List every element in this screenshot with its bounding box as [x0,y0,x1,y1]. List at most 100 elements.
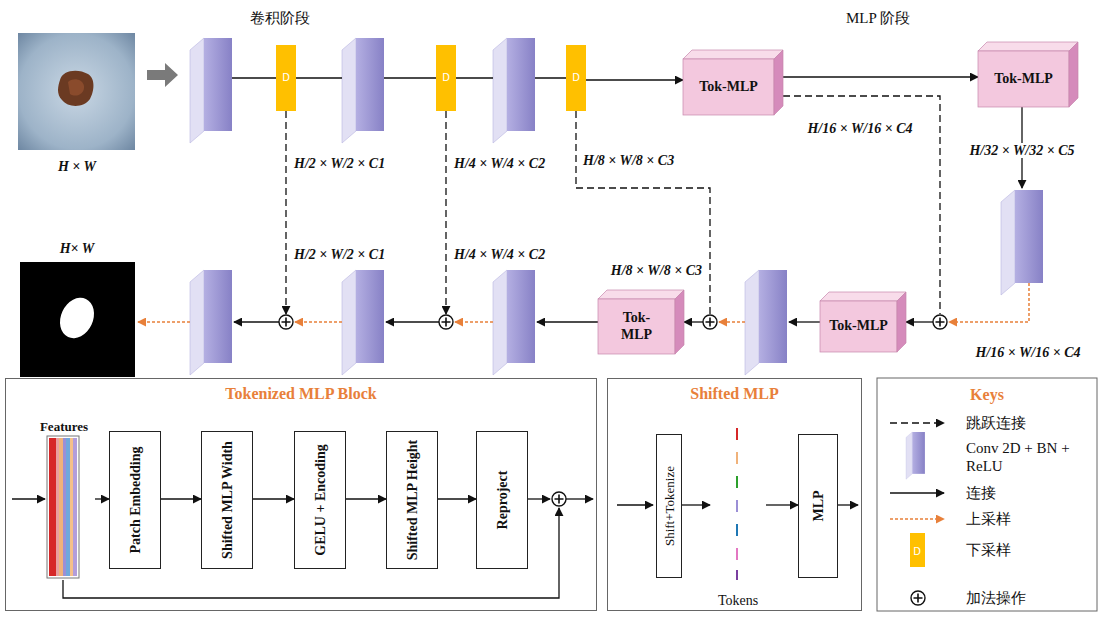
label-holder: H × W [58,157,96,175]
text-holder: Reproject [493,436,511,564]
connector [438,499,476,500]
box-front [683,59,774,115]
token-line [736,428,738,580]
text-holder: MLP [809,439,827,573]
process-box: GELU + Encoding [294,431,346,569]
connector [766,505,798,506]
connector-line [783,96,940,314]
box-letter: D [442,72,450,84]
box-top [820,292,906,301]
text-holder: Tok-MLP [978,51,1069,107]
box-letter: D [282,72,290,84]
text-holder: GELU + Encoding [311,436,329,564]
box-side [1069,42,1078,107]
label-holder: H/8 × W/8 × C3 [611,261,702,279]
text-holder: Patch Embedding [126,436,144,564]
downsample-box: D [436,45,456,111]
box-top [978,42,1078,51]
dimension-label: H/2 × W/2 × C1 [294,156,385,171]
connector-line [161,498,201,499]
connector [586,80,683,81]
text-holder: Shifted MLP Width [218,436,236,564]
tok-mlp-block: Tok-MLP [683,50,783,115]
connector-line [684,321,703,322]
legend-text: 加法操作 [966,590,1026,606]
process-box: Shifted MLP Width [201,431,253,569]
legend-holder: 上采样 [966,510,1011,528]
dimension-label: H/2 × W/2 × C1 [294,247,385,262]
encoder-lines [232,78,1022,322]
connector-line [95,498,109,499]
tok-mlp-block: Tok-MLP [820,292,906,352]
panel-title: Tokenized MLP Block [225,385,376,402]
connector-line [438,498,476,499]
panel-title: Shifted MLP [690,385,778,402]
process-box: Shift+Tokenize [656,434,682,578]
box-label: GELU + Encoding [313,444,328,555]
box-letter: D [572,72,580,84]
tokens-box: Tokens [710,421,766,609]
legend-holder: 加法操作 [966,589,1026,607]
dimension-label: H × W [58,159,96,174]
box-label: Shift+Tokenize [662,466,677,546]
box-front [820,301,897,352]
dimension-label: H/8 × W/8 × C3 [611,263,702,278]
text-holder: Shifted MLP [608,385,861,403]
label-holder: 卷积阶段 [250,9,310,27]
label-holder: H/8 × W/8 × C3 [583,151,674,169]
block-title: Tok-MLP [994,71,1053,87]
label-holder: H/16 × W/16 × C4 [807,119,912,137]
process-box: MLP [798,434,838,578]
connector [783,77,978,78]
legend-samples [890,423,944,519]
legend-holder: Conv 2D + BN + ReLU [966,439,1091,476]
text-holder: Tok-MLP [820,301,897,352]
box-label: Shifted MLP Width [220,441,235,559]
dimension-label: H× W [60,241,95,256]
connector-line [586,79,683,80]
connector-line [766,504,798,505]
connector [783,96,940,322]
connector [253,499,294,500]
block-title: Tok-MLP [699,79,758,95]
legend-text: 跳跃连接 [966,415,1026,431]
legend-text: 上采样 [966,511,1011,527]
stage-title: 卷积阶段 [250,10,310,26]
label-holder: H× W [60,239,95,257]
dimension-label: H/4 × W/4 × C2 [454,247,545,262]
legend-text: Conv 2D + BN + ReLU [966,440,1070,474]
features-box: Features [33,417,95,583]
legend-holder: 连接 [966,484,996,502]
box-label: Patch Embedding [128,447,143,554]
box-top [598,290,684,299]
tok-mlp-block: Tok- MLP [598,290,684,354]
label-holder: H/4 × W/4 × C2 [454,245,545,263]
text-holder: Features [33,417,95,435]
legend-text: 连接 [966,485,996,501]
connector-line [576,111,710,314]
block-panel: Tokenized MLP BlockFeaturesPatch Embeddi… [5,378,597,611]
tok-mlp-block: Tok-MLP [978,42,1078,107]
text-holder: Tokenized MLP Block [6,385,596,403]
legend-holder: 下采样 [966,541,1011,559]
label-holder: H/2 × W/2 × C1 [294,154,385,172]
label-holder: H/2 × W/2 × C1 [294,245,385,263]
dimension-label: H/32 × W/32 × C5 [967,143,1076,158]
input-image [18,33,135,150]
connector-line [346,498,386,499]
dimension-label: H/16 × W/16 × C4 [807,121,912,136]
connector [576,111,710,322]
process-box: Shifted MLP Height [386,431,438,569]
block-title: Tok-MLP [829,318,888,334]
connector-line [682,504,710,505]
legend-text: 下采样 [966,542,1011,558]
text-holder: Shift+Tokenize [660,439,678,573]
label-holder: H/4 × W/4 × C2 [454,154,545,172]
legend-holder: 跳跃连接 [966,414,1026,432]
add-symbols [279,315,947,605]
